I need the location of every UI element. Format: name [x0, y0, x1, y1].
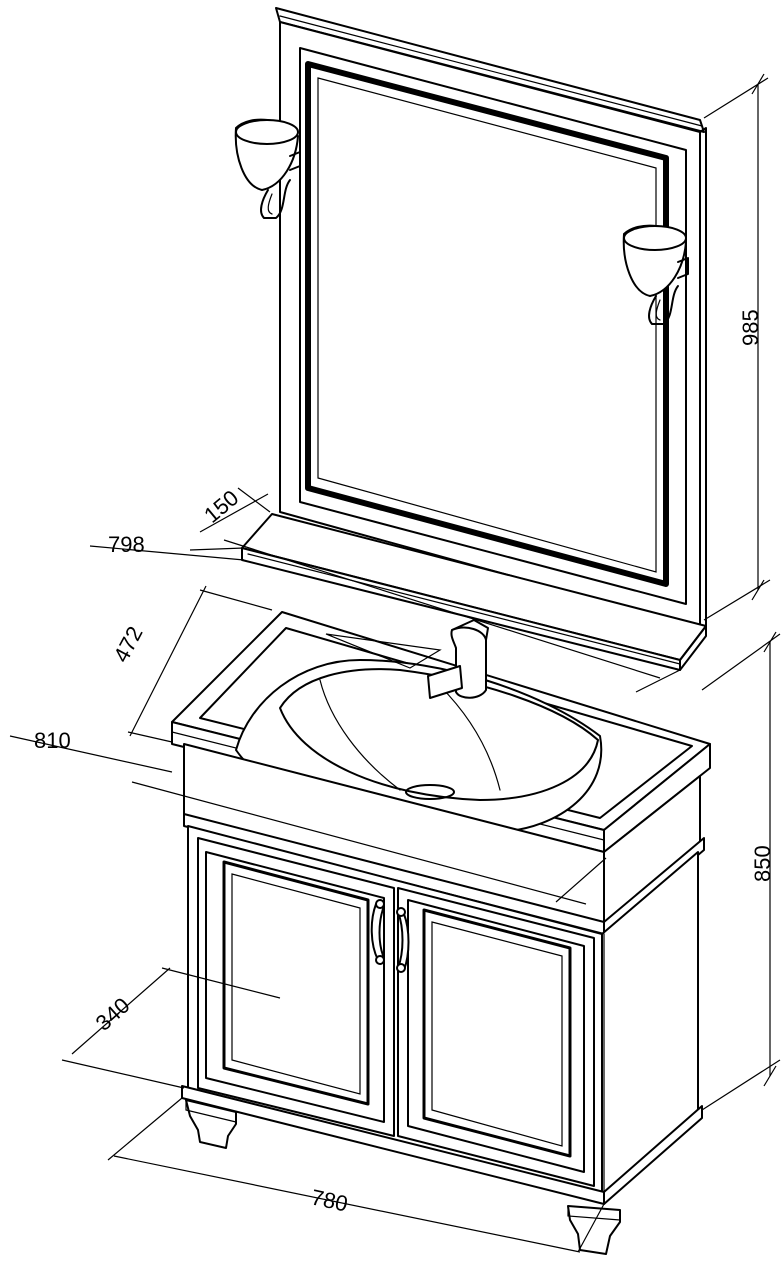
right-door — [397, 887, 595, 1187]
dim-cabinet-depth: 340 — [91, 993, 135, 1036]
right-wall-lamp — [622, 224, 689, 325]
left-wall-lamp — [234, 118, 301, 219]
faucet — [427, 619, 489, 699]
left-door — [197, 837, 395, 1137]
dim-mirror-height: 985 — [738, 309, 763, 346]
cabinet-legs — [185, 1099, 621, 1255]
dim-basin-depth: 472 — [108, 622, 147, 666]
door-handles — [370, 899, 410, 973]
dim-cabinet-height: 850 — [750, 845, 775, 882]
cabinet — [181, 743, 705, 1205]
dim-shelf-depth: 150 — [199, 485, 243, 528]
dim-top-width: 810 — [34, 728, 71, 753]
dim-cabinet-width: 780 — [309, 1184, 350, 1216]
dim-shelf-width: 798 — [108, 532, 145, 557]
dimension-lines — [9, 73, 781, 1253]
